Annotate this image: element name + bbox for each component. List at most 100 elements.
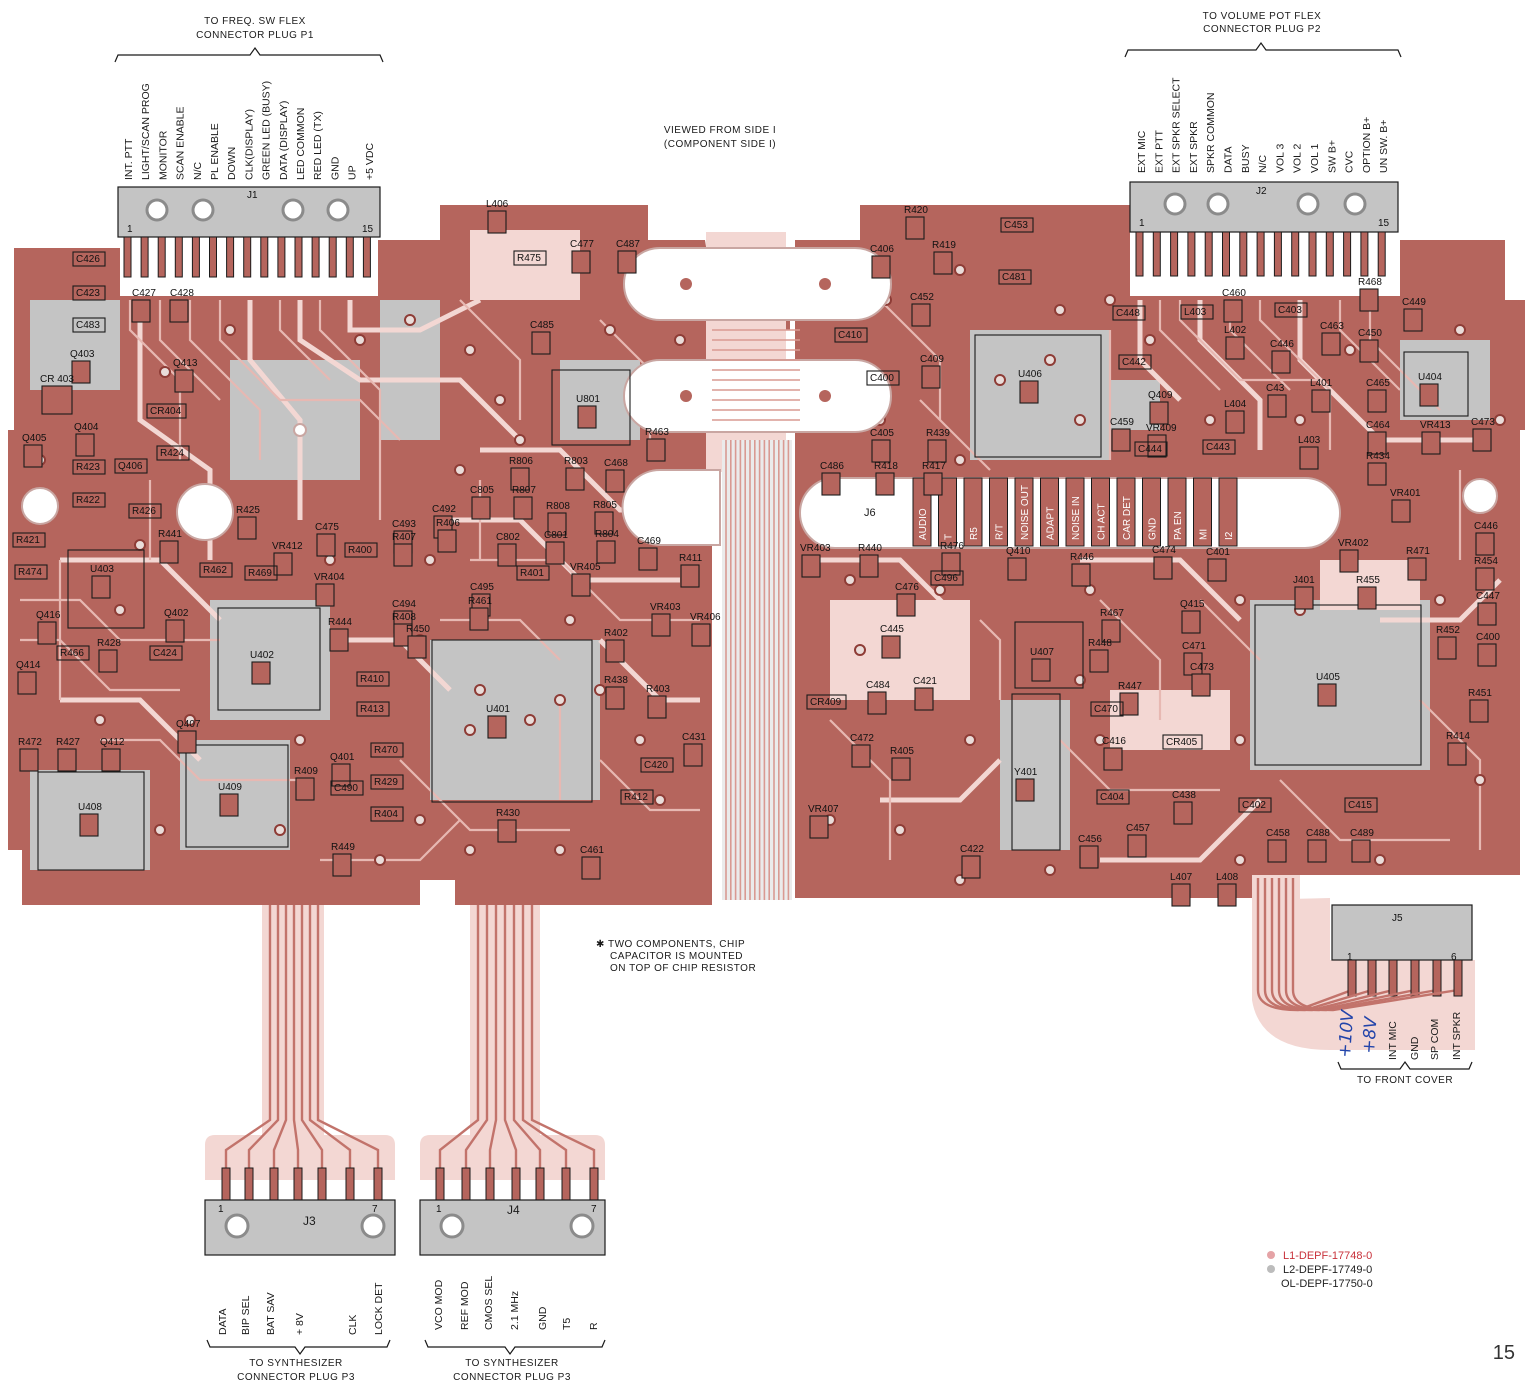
ref-c801: C801 [544, 530, 568, 541]
ref-r434: R434 [1366, 451, 1390, 462]
part-q415 [1181, 610, 1201, 634]
finger-5 [191, 236, 200, 278]
handwritten-10v: +10V [1335, 1008, 1358, 1058]
part-c406 [871, 255, 891, 279]
part-c427 [131, 299, 151, 323]
ref-c403: C403 [1278, 305, 1302, 316]
ref-c475: C475 [315, 522, 339, 533]
part-cr409 [806, 694, 847, 710]
finger-14 [345, 236, 354, 278]
j1-pin-7: DOWN [226, 147, 238, 180]
ref-c486: C486 [820, 461, 844, 472]
j5-id: J5 [1392, 913, 1403, 924]
part-r424 [156, 445, 190, 461]
j3-finger-1 [221, 1167, 231, 1203]
j5-finger-1 [1347, 959, 1357, 997]
ref-c481: C481 [1002, 272, 1026, 283]
ref-c487: C487 [616, 239, 640, 250]
j3-pin-1: DATA [217, 1309, 229, 1335]
ref-c488: C488 [1306, 828, 1330, 839]
part-c470 [1090, 701, 1124, 717]
part-r410 [356, 671, 390, 687]
j2-pin-first: 1 [1139, 218, 1145, 229]
ref-r808: R808 [546, 501, 570, 512]
j6-pin-2 [938, 477, 957, 547]
j6-pin-label-11: PA EN [1173, 511, 1184, 540]
ref-u405: U405 [1316, 672, 1340, 683]
ref-c464: C464 [1366, 420, 1390, 431]
right-board [795, 205, 1525, 898]
j1-header-line1: TO FREQ. SW FLEX [204, 16, 306, 27]
part-c484 [867, 691, 887, 715]
part-c459 [1111, 428, 1131, 452]
part-c423 [72, 285, 106, 301]
j1-pin-1: INT. PTT [123, 138, 135, 180]
ref-l404: L404 [1224, 399, 1247, 410]
j1-pin-14: UP [347, 165, 359, 180]
j1-pin-4: SCAN ENABLE [175, 106, 187, 180]
ref-vr405: VR405 [570, 562, 601, 573]
ref-r414: R414 [1446, 731, 1470, 742]
ref-r420: R420 [904, 205, 928, 216]
j4-pin-7: R [588, 1322, 600, 1330]
ref-c805: C805 [470, 485, 494, 496]
part-u801 [577, 405, 597, 429]
ref-q404: Q404 [74, 422, 99, 433]
ref-c493: C493 [392, 519, 416, 530]
j1-pin-2: LIGHT/SCAN PROG [140, 83, 152, 180]
j5-pin-2: GND [1409, 1036, 1421, 1060]
part-c426 [72, 251, 106, 267]
j2-pin-10: VOL 2 [1292, 143, 1304, 173]
finger-4 [1187, 231, 1196, 277]
ref-c423: C423 [76, 288, 100, 299]
finger-4 [174, 236, 183, 278]
j1-pin-8: CLK(DISPLAY) [243, 109, 255, 180]
j6-pin-label-8: CH ACT [1097, 503, 1108, 540]
part-r808 [547, 512, 567, 536]
finger-12 [311, 236, 320, 278]
part-l408 [1217, 883, 1237, 907]
part-q403 [71, 360, 91, 384]
ref-l406: L406 [486, 199, 509, 210]
ref-c426: C426 [76, 254, 100, 265]
part-r403 [647, 695, 667, 719]
part-r452 [1437, 636, 1457, 660]
j6-pin-4 [989, 477, 1008, 547]
j2-pin-1: EXT MIC [1136, 130, 1148, 173]
ref-l408: L408 [1216, 872, 1239, 883]
ref-r426: R426 [132, 506, 156, 517]
finger-12 [1325, 231, 1334, 277]
legend: L1-DEPF-17748-0 L2-DEPF-17749-0 OL-DEPF-… [1267, 1250, 1373, 1290]
part-r401 [516, 565, 550, 581]
j2-pin-2: EXT PTT [1153, 129, 1165, 173]
part-vr409 [1147, 434, 1167, 458]
ref-r463: R463 [645, 427, 669, 438]
connector-j2 [1129, 181, 1399, 277]
ref-c458: C458 [1266, 828, 1290, 839]
j6-pin-label-6: ADAPT [1046, 507, 1057, 540]
part-c461 [581, 856, 601, 880]
ref-u407: U407 [1030, 647, 1054, 658]
ref-c472: C472 [850, 733, 874, 744]
ref-c442: C442 [1122, 357, 1146, 368]
part-r475 [513, 250, 547, 266]
part-r438 [605, 686, 625, 710]
part-r468 [1359, 288, 1379, 312]
part-c476 [896, 593, 916, 617]
part-r467 [1101, 619, 1121, 643]
j1-header: TO FREQ. SW FLEX CONNECTOR PLUG P1 [114, 16, 384, 63]
j6-pin-label-4: R/T [995, 524, 1006, 540]
part-r462 [199, 562, 233, 578]
j4-finger-2 [461, 1167, 471, 1203]
part-r426 [128, 503, 162, 519]
part-r806 [510, 467, 530, 491]
ref-q416: Q416 [36, 610, 61, 621]
part-c448 [1112, 305, 1146, 321]
j2-pin-9: VOL 3 [1274, 143, 1286, 173]
j5-finger-6 [1453, 959, 1463, 997]
part-c481 [998, 269, 1032, 285]
part-vr406 [691, 623, 711, 647]
j4-pin-5: GND [537, 1306, 549, 1330]
ref-r448: R448 [1088, 638, 1112, 649]
